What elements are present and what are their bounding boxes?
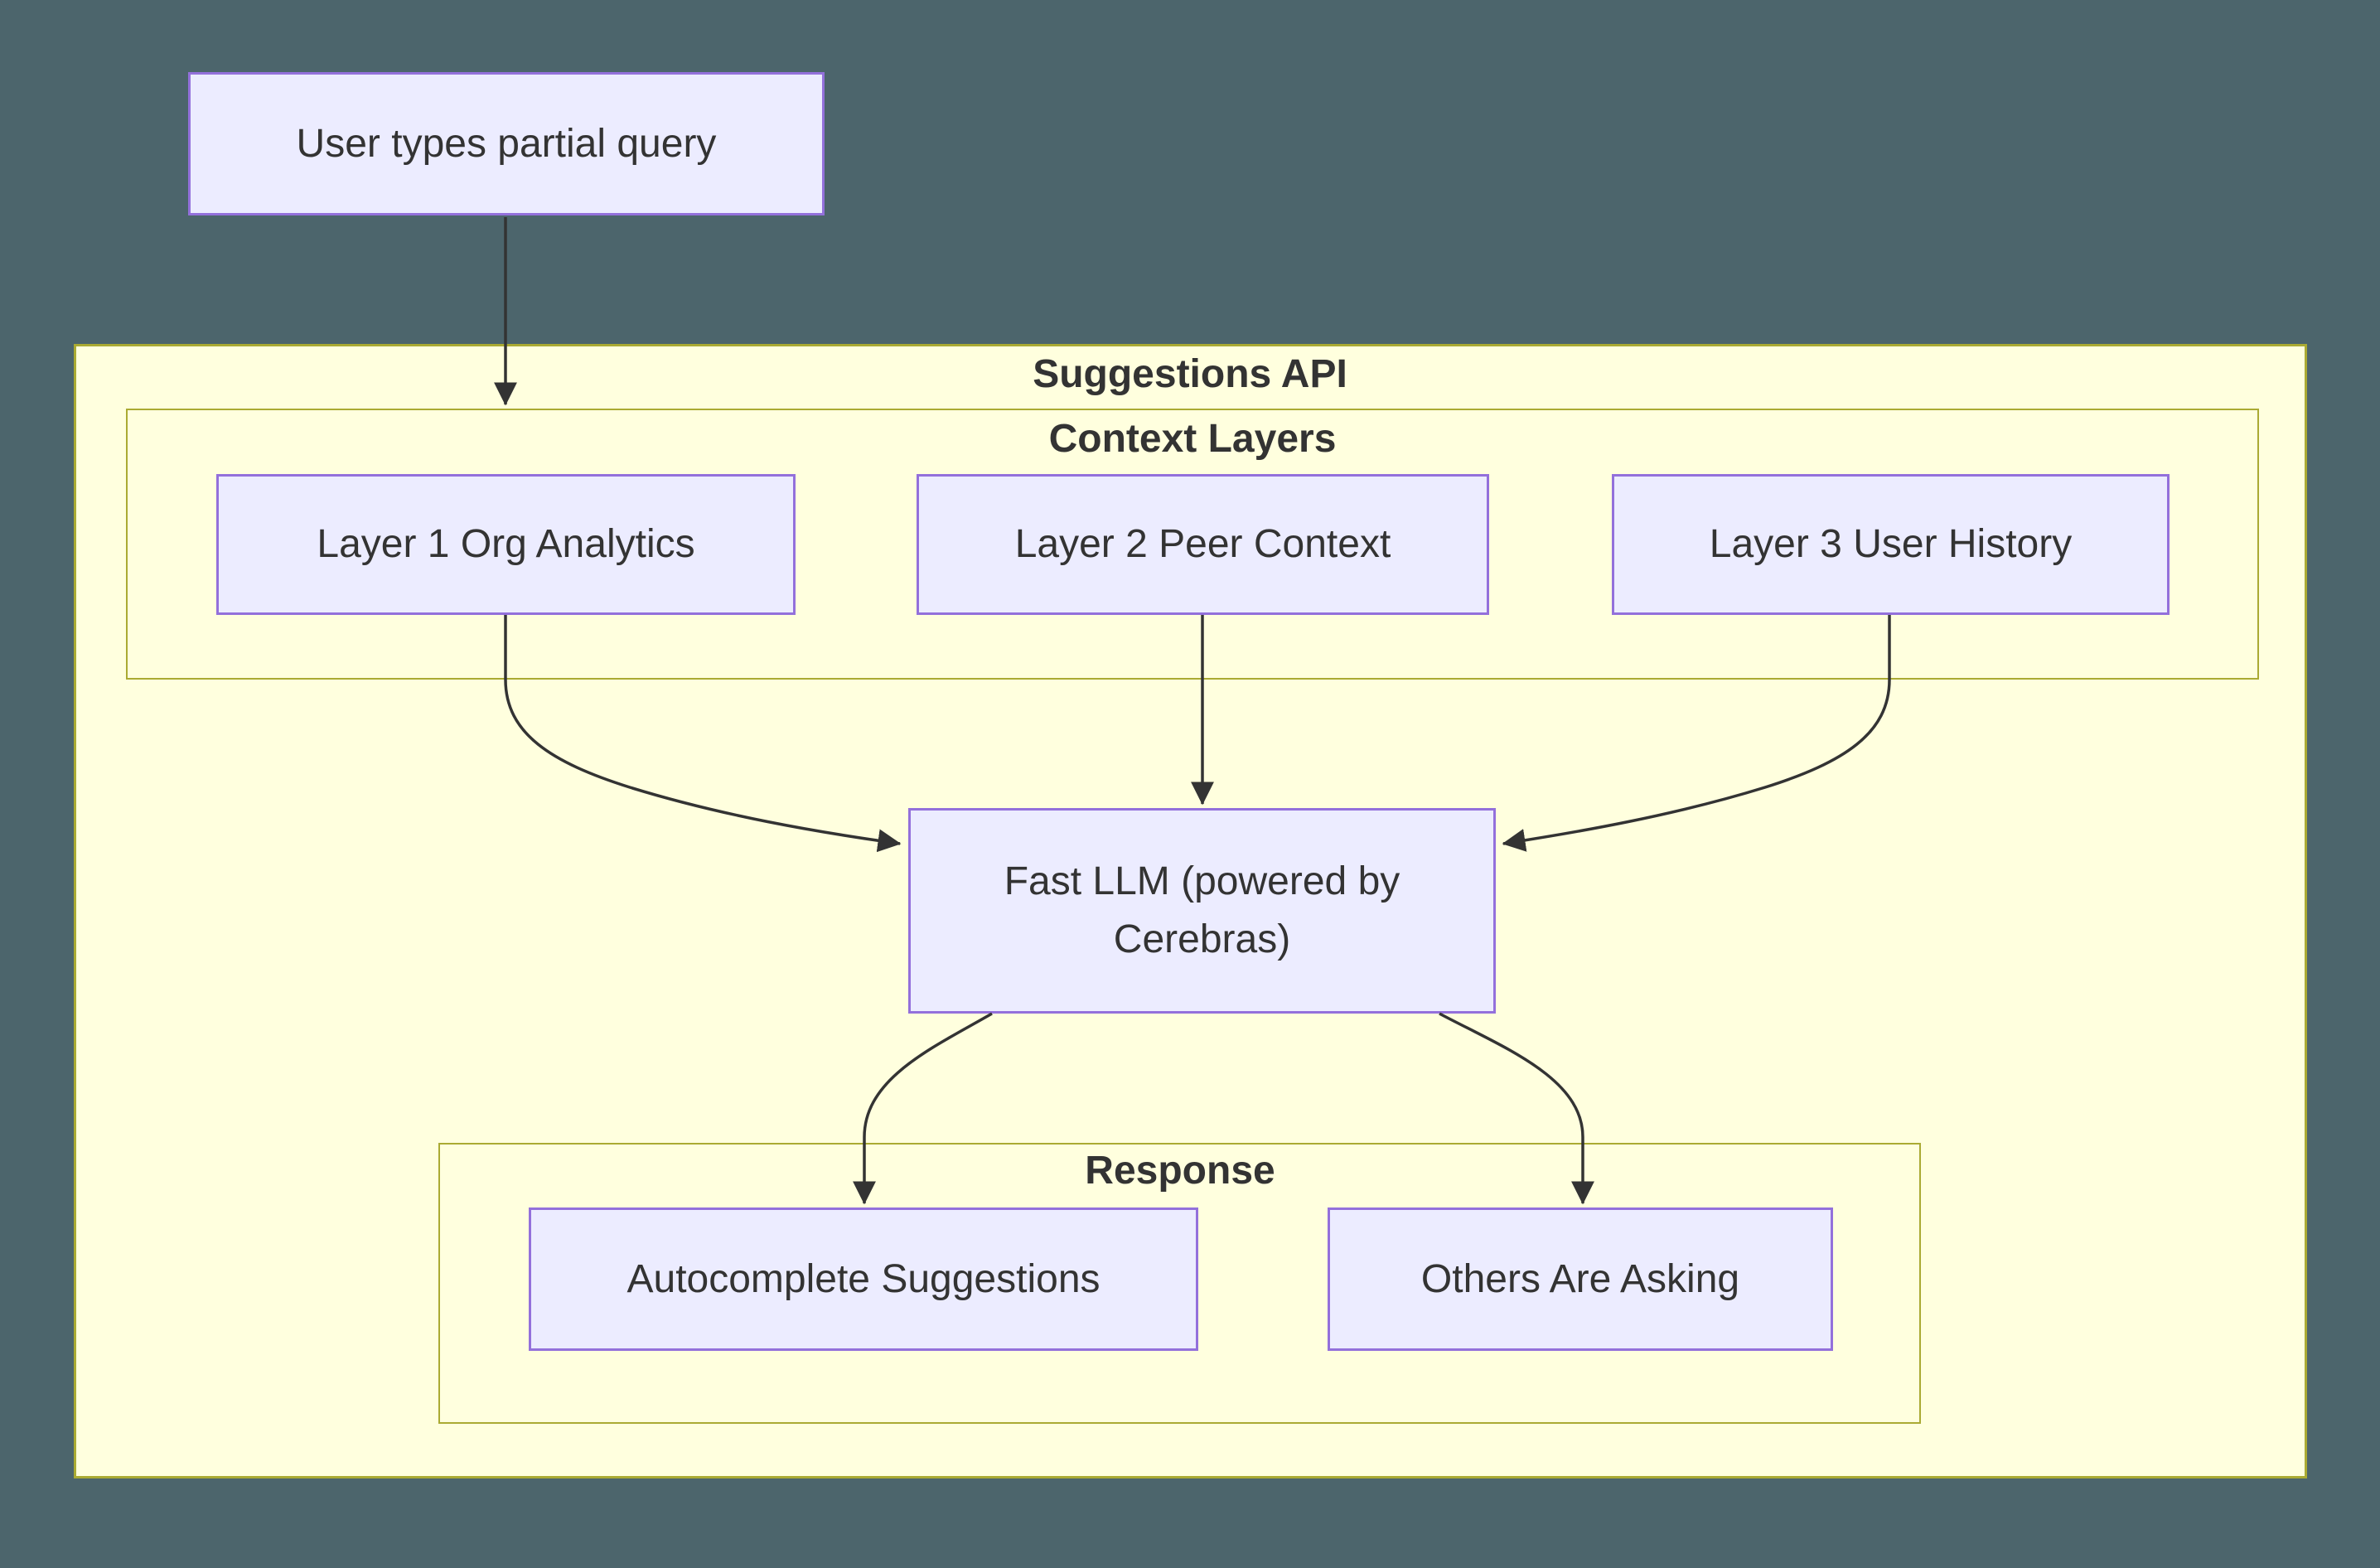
node-autocomplete-suggestions: Autocomplete Suggestions bbox=[529, 1207, 1198, 1351]
node-label: Layer 1 Org Analytics bbox=[317, 522, 695, 567]
node-others-are-asking: Others Are Asking bbox=[1328, 1207, 1833, 1351]
node-label: User types partial query bbox=[296, 121, 717, 166]
node-layer3-user-history: Layer 3 User History bbox=[1612, 474, 2170, 615]
node-label: Layer 2 Peer Context bbox=[1014, 522, 1391, 567]
node-fast-llm-cerebras: Fast LLM (powered by Cerebras) bbox=[908, 808, 1496, 1014]
node-layer1-org-analytics: Layer 1 Org Analytics bbox=[216, 474, 796, 615]
node-label: Layer 3 User History bbox=[1709, 522, 2073, 567]
subgraph-title-context-layers: Context Layers bbox=[1048, 417, 1337, 461]
subgraph-title-response: Response bbox=[1085, 1149, 1275, 1193]
node-label: Others Are Asking bbox=[1420, 1256, 1740, 1301]
node-label: Autocomplete Suggestions bbox=[626, 1256, 1101, 1301]
node-user-types-partial-query: User types partial query bbox=[188, 72, 825, 215]
subgraph-title-suggestions-api: Suggestions API bbox=[1033, 352, 1347, 396]
node-label: Fast LLM (powered by Cerebras) bbox=[1004, 859, 1400, 961]
node-layer2-peer-context: Layer 2 Peer Context bbox=[917, 474, 1489, 615]
